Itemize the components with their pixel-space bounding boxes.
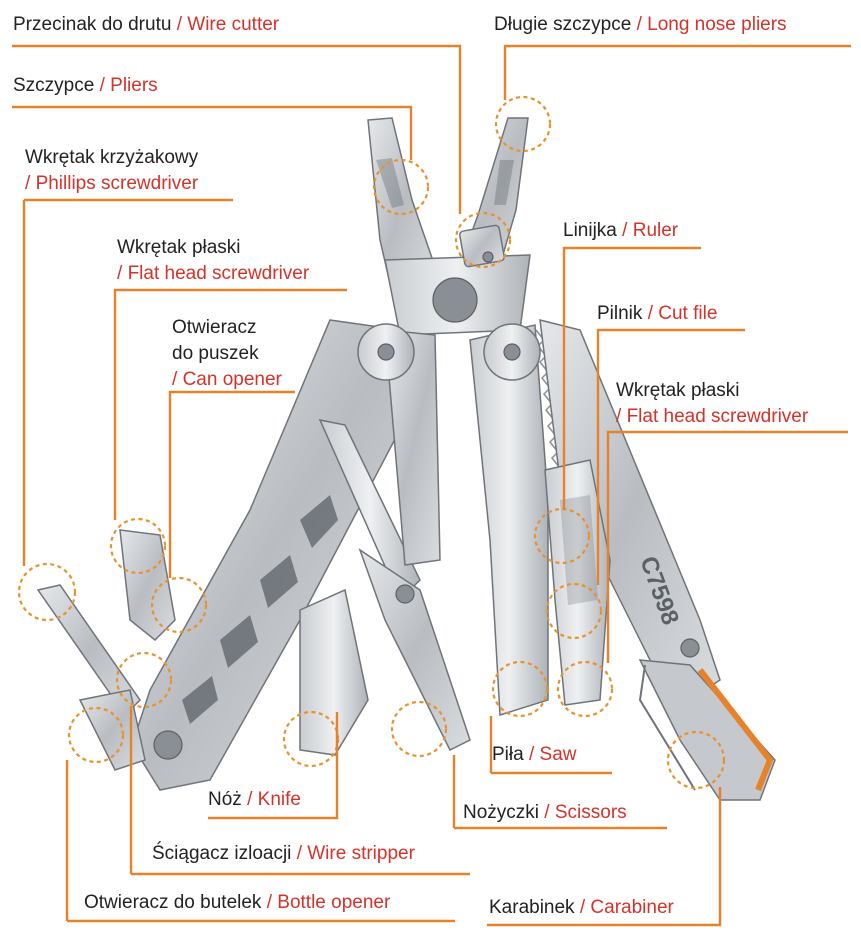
label-long-nose-pliers: Długie szczypce / Long nose pliers bbox=[494, 14, 787, 35]
leader-lines bbox=[12, 44, 851, 927]
label-flat-screwdriver-right: Wkrętak płaski / Flat head screwdriver bbox=[616, 380, 809, 427]
multitool: C7598 bbox=[36, 117, 776, 801]
label-scissors: Nożyczki / Scissors bbox=[463, 802, 627, 823]
label-phillips-screwdriver: Wkrętak krzyżakowy / Phillips screwdrive… bbox=[25, 147, 199, 194]
label-can-opener: Otwieracz do puszek / Can opener bbox=[172, 317, 282, 390]
bottle-opener-blade bbox=[78, 689, 146, 771]
label-bottle-opener: Otwieracz do butelek / Bottle opener bbox=[84, 892, 391, 913]
center-spine bbox=[384, 329, 441, 566]
label-carabiner: Karabinek / Carabiner bbox=[489, 897, 674, 918]
label-wire-cutter: Przecinak do drutu / Wire cutter bbox=[13, 14, 280, 35]
label-cut-file: Pilnik / Cut file bbox=[597, 303, 718, 324]
label-knife: Nóż / Knife bbox=[208, 789, 301, 810]
carabiner-clip bbox=[638, 659, 776, 801]
phillips-bit bbox=[36, 584, 141, 717]
knife-blade bbox=[299, 588, 369, 756]
scissors-blade-lower bbox=[358, 548, 471, 752]
scissors-blade-upper bbox=[318, 418, 421, 602]
can-opener-blade bbox=[119, 529, 176, 642]
label-ruler: Linijka / Ruler bbox=[563, 220, 679, 241]
label-pliers: Szczypce / Pliers bbox=[13, 75, 158, 96]
label-saw: Piła / Saw bbox=[492, 744, 577, 765]
saw-blade bbox=[469, 324, 549, 717]
label-wire-stripper: Ściągacz izloacji / Wire stripper bbox=[152, 843, 415, 864]
label-flat-screwdriver-left: Wkrętak płaski / Flat head screwdriver bbox=[117, 237, 310, 284]
